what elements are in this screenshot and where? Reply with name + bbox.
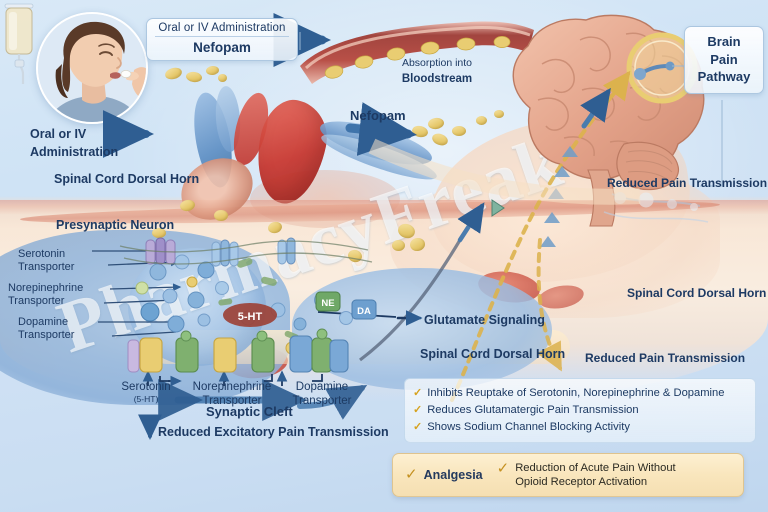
drug-particle — [452, 126, 466, 136]
callout-administration-drug-name: Nefopam — [155, 36, 289, 55]
transporter-label-serotonin: Serotonin (5-HT) — [110, 380, 182, 405]
transporter-serotonin-name: Serotonin — [121, 381, 171, 393]
drug-particle — [494, 110, 504, 118]
patient-portrait — [36, 12, 148, 124]
tissue-membrane-line — [0, 200, 768, 214]
vein-illustration — [213, 85, 243, 153]
drug-particle — [218, 74, 227, 82]
muscle-tissue-illustration — [476, 267, 542, 307]
presynaptic-terminal-illustration — [128, 248, 266, 366]
transporter-norepinephrine-name: Norepinephrine — [192, 381, 272, 393]
banner-analgesia: ✓ Analgesia — [405, 467, 483, 483]
label-reduced-pain-transmission-bottom: Reduced Pain Transmission — [585, 351, 746, 365]
label-spinal-cord-dorsal-horn-left: Spinal Cord Dorsal Horn — [54, 172, 200, 186]
drug-particle — [396, 221, 417, 241]
bullet-item: ✓ Inhibits Reuptake of Serotonin, Norepi… — [413, 385, 747, 402]
check-icon: ✓ — [413, 387, 423, 399]
label-serotonin-transporter: Serotonin Transporter — [18, 248, 75, 274]
postsynaptic-neuron-illustration — [292, 268, 552, 390]
transporter-dopamine-second: Transporter — [292, 395, 352, 408]
label-spinal-cord-dorsal-horn-right: Spinal Cord Dorsal Horn — [627, 286, 767, 300]
muscle-tissue-illustration — [536, 282, 586, 312]
label-presynaptic-neuron: Presynaptic Neuron — [56, 218, 175, 232]
drug-particle — [185, 70, 203, 84]
drug-particle — [427, 116, 445, 131]
bullet-text: Shows Sodium Channel Blocking Activity — [427, 420, 630, 433]
label-norepinephrine-transporter: Norepinephrine Transporter — [8, 282, 84, 308]
svg-text:5-HT: 5-HT — [238, 311, 263, 323]
drug-particle — [214, 210, 228, 221]
bullet-text: Reduces Glutamatergic Pain Transmission — [427, 403, 639, 416]
label-reduced-pain-transmission-top: Reduced Pain Transmission — [607, 176, 768, 190]
label-absorption-into-bloodstream: Absorption into Bloodstream — [386, 56, 488, 87]
label-absorption-line2: Bloodstream — [401, 72, 473, 85]
label-glutamate-signaling: Glutamate Signaling — [424, 313, 545, 327]
label-absorption-line1: Absorption into — [401, 57, 473, 69]
check-icon: ✓ — [413, 403, 423, 416]
bullet-text: Inhibits Reuptake of Serotonin, Norepine… — [427, 387, 725, 399]
callout-administration: Oral or IV Administration Nefopam — [146, 18, 298, 61]
tissue-blob-illustration — [250, 170, 400, 228]
drug-particle — [411, 124, 429, 139]
bullet-item: ✓ Shows Sodium Channel Blocking Activity — [413, 419, 747, 436]
drug-particle — [157, 242, 172, 256]
check-icon: ✓ — [496, 459, 510, 477]
label-oral-iv-administration: Oral or IV Administration — [30, 127, 119, 160]
drug-particle — [179, 198, 196, 213]
outcome-banner: ✓ Analgesia ✓ Reduction of Acute Pain Wi… — [392, 453, 744, 497]
transporter-dopamine-name: Dopamine — [295, 381, 349, 393]
transporter-serotonin-sub: (5-HT) — [133, 394, 159, 405]
drug-particle — [266, 220, 284, 235]
watermark: PharmacyFreak — [48, 120, 572, 369]
label-dopamine-transporter: Dopamine Transporter — [18, 316, 75, 342]
drug-particle — [205, 65, 220, 76]
banner-acute-pain: ✓ Reduction of Acute Pain Without Opioid… — [497, 461, 694, 490]
iv-bag-illustration — [4, 3, 34, 84]
callout-brain-pain-pathway-text: Brain Pain Pathway — [697, 34, 751, 85]
callout-brain-pain-pathway: Brain Pain Pathway — [684, 26, 764, 94]
banner-acute-pain-label: Reduction of Acute Pain Without Opioid R… — [515, 461, 676, 488]
drug-particle — [476, 116, 487, 125]
check-icon: ✓ — [405, 465, 418, 483]
drug-particle — [163, 65, 184, 82]
drug-particle — [408, 236, 427, 253]
bullet-item: ✓ Reduces Glutamatergic Pain Transmissio… — [413, 402, 747, 419]
label-nefopam: Nefopam — [350, 108, 406, 123]
transporter-label-dopamine: Dopamine Transporter — [282, 380, 362, 409]
drug-particle — [346, 248, 364, 264]
mechanism-bullet-list: ✓ Inhibits Reuptake of Serotonin, Norepi… — [404, 378, 756, 444]
check-icon: ✓ — [413, 420, 423, 433]
heart-illustration — [247, 94, 335, 210]
label-synaptic-cleft: Synaptic Cleft — [206, 404, 293, 419]
artery-illustration — [227, 89, 275, 169]
svg-text:NE: NE — [321, 298, 334, 309]
label-spinal-cord-dorsal-horn-center: Spinal Cord Dorsal Horn — [420, 347, 566, 361]
callout-administration-line1: Oral or IV Administration — [158, 22, 286, 34]
muscle-tissue-illustration — [226, 344, 290, 382]
drug-particle — [392, 240, 405, 251]
drug-particle — [430, 131, 450, 148]
label-reduced-excitatory-pain-transmission: Reduced Excitatory Pain Transmission — [158, 425, 389, 439]
banner-analgesia-label: Analgesia — [423, 467, 483, 482]
svg-text:DA: DA — [357, 306, 371, 317]
